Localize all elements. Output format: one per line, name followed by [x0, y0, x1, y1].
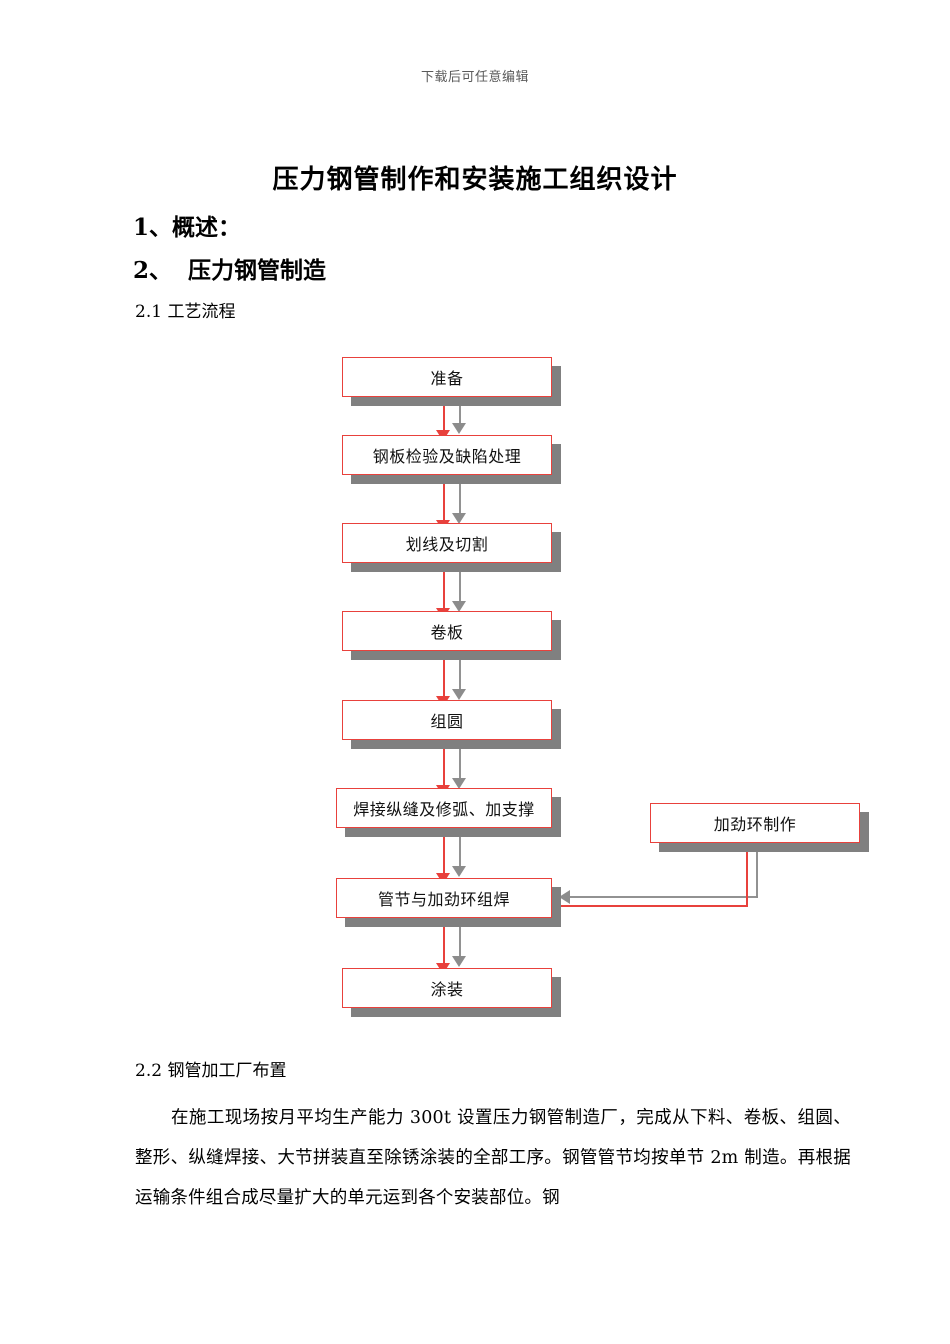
connector-n5-n6 [443, 740, 445, 790]
body-paragraph: 在施工现场按月平均生产能力 300t 设置压力钢管制造厂，完成从下料、卷板、组圆… [135, 1108, 851, 1208]
connector-shadow-n9-n7-horizontal [570, 896, 758, 898]
flow-node-label: 卷板 [430, 623, 464, 642]
node-face [342, 357, 552, 397]
flow-node-label: 加劲环制作 [713, 815, 797, 834]
flow-node-label: 钢板检验及缺陷处理 [372, 447, 522, 466]
connector-shadow-n3-n4 [459, 563, 461, 605]
node-face [342, 435, 552, 475]
connector-shadow-n1-n2 [459, 386, 461, 426]
heading-factory-layout: 2.2 钢管加工厂布置 [135, 1061, 287, 1081]
connector-n4-n5 [443, 651, 445, 701]
arrowhead-shadow-n5-n6 [452, 778, 466, 789]
flow-node-label: 准备 [430, 369, 464, 388]
page-title: 压力钢管制作和安装施工组织设计 [272, 165, 678, 195]
node-face [342, 523, 552, 563]
connector-shadow-n5-n6 [459, 740, 461, 782]
connector-n9-n7-vertical [746, 841, 748, 907]
flow-node-stiffener-ring[interactable]: 加劲环制作 [650, 803, 869, 852]
flow-node-label: 焊接纵缝及修弧、加支撑 [353, 800, 535, 819]
arrowhead-shadow-n7-n8 [452, 956, 466, 967]
arrowhead-shadow-n3-n4 [452, 601, 466, 612]
connector-n7-n8 [443, 918, 445, 968]
connector-n2-n3 [443, 475, 445, 525]
connector-n1-n2 [443, 386, 445, 434]
node-face [342, 968, 552, 1008]
connector-shadow-n4-n5 [459, 651, 461, 693]
connector-shadow-n2-n3 [459, 475, 461, 517]
arrowhead-shadow-n9-n7 [559, 890, 570, 904]
connector-n3-n4 [443, 563, 445, 613]
node-face [342, 611, 552, 651]
flow-node-longitudinal-weld[interactable]: 焊接纵缝及修弧、加支撑 [336, 788, 561, 837]
arrowhead-shadow-n6-n7 [452, 866, 466, 877]
flow-node-rolling[interactable]: 卷板 [342, 611, 561, 660]
connector-shadow-n9-n7-vertical [756, 832, 758, 898]
flow-node-plate-inspection[interactable]: 钢板检验及缺陷处理 [342, 435, 561, 484]
arrowhead-shadow-n4-n5 [452, 689, 466, 700]
heading-process-flow: 2.1 工艺流程 [135, 302, 236, 322]
arrowhead-shadow-n2-n3 [452, 513, 466, 524]
flow-node-label: 划线及切割 [405, 535, 489, 554]
flow-node-coating[interactable]: 涂装 [342, 968, 561, 1017]
flow-node-marking-cutting[interactable]: 划线及切割 [342, 523, 561, 572]
flow-node-preparation[interactable]: 准备 [342, 357, 561, 406]
flow-node-assembly-round[interactable]: 组圆 [342, 700, 561, 749]
node-face [650, 803, 860, 843]
flow-node-label: 涂装 [430, 980, 464, 999]
connector-shadow-n6-n7 [459, 828, 461, 870]
connector-shadow-n7-n8 [459, 918, 461, 960]
arrowhead-shadow-n1-n2 [452, 423, 466, 434]
heading-manufacturing: 2、 压力钢管制造 [133, 257, 327, 284]
flow-node-label: 管节与加劲环组焊 [377, 890, 510, 909]
node-face [336, 878, 552, 918]
connector-n9-n7-horizontal [556, 905, 748, 907]
page-header-note: 下载后可任意编辑 [420, 70, 529, 85]
node-face [342, 700, 552, 740]
flow-node-pipe-ring-weld[interactable]: 管节与加劲环组焊 [336, 878, 561, 927]
node-face [336, 788, 552, 828]
heading-overview: 1、概述： [133, 214, 242, 241]
connector-n6-n7 [443, 828, 445, 878]
flow-node-label: 组圆 [430, 712, 464, 731]
